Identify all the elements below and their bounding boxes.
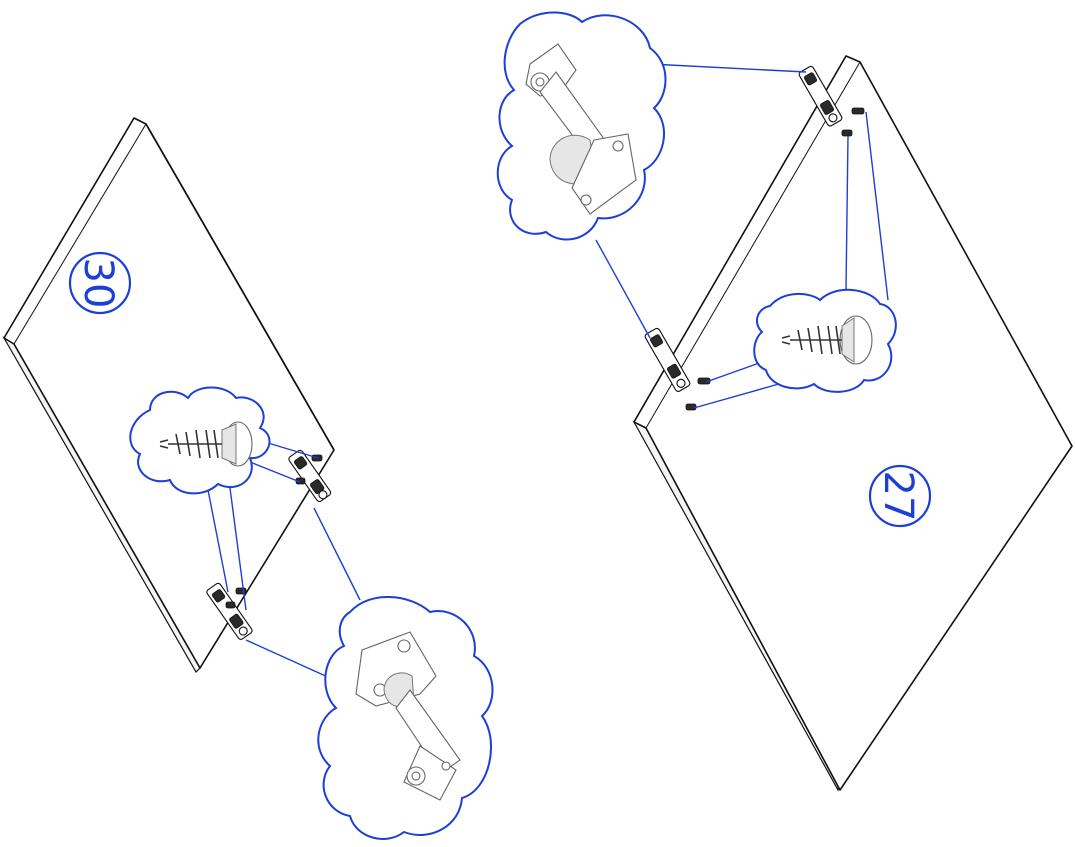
panel-27-badge: 27 xyxy=(868,464,932,528)
panel-27-leaders xyxy=(595,63,889,409)
panel-30-label: 30 xyxy=(75,258,121,309)
panel-30-leaders xyxy=(207,439,361,679)
cloud-callout xyxy=(129,386,271,495)
panel-27 xyxy=(632,55,1073,792)
screw-icon xyxy=(159,421,253,467)
hinge-bracket-icon xyxy=(206,449,332,640)
cloud-callout xyxy=(496,11,667,241)
cloud-callout xyxy=(317,596,494,840)
hinge-bracket-icon xyxy=(525,43,637,215)
panel-27-face xyxy=(633,55,1073,791)
hinge-bracket-icon xyxy=(355,631,461,801)
cloud-callout xyxy=(753,288,897,393)
hinge-bracket-icon xyxy=(644,65,865,411)
panel-30-badge: 30 xyxy=(68,251,132,315)
panel-27-label: 27 xyxy=(875,471,921,522)
screw-icon xyxy=(781,315,873,365)
